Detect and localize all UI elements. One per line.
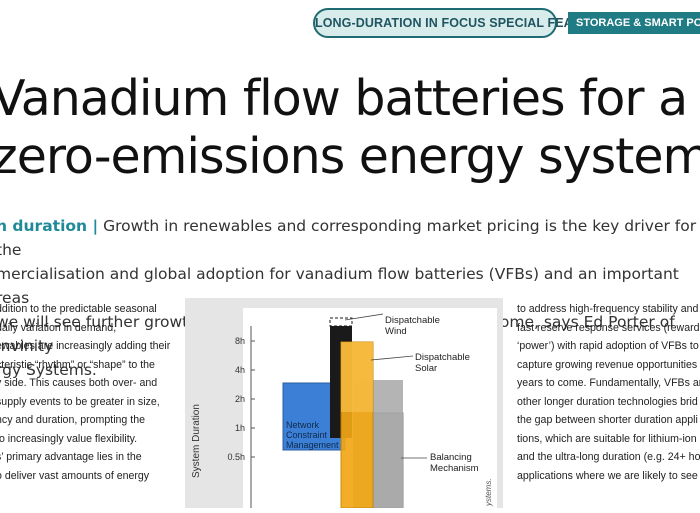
- label-dispatchable-solar-1: Dispatchable: [415, 352, 470, 363]
- body-line: cteristic “rhythm” or “shape” to the: [0, 358, 155, 371]
- category-tag: STORAGE & SMART POWER: [568, 12, 700, 34]
- body-line: to address high-frequency stability and: [517, 303, 699, 315]
- body-line: the gap between shorter duration appli: [517, 414, 698, 426]
- body-line: ‘power’) with rapid adoption of VFBs to: [517, 340, 699, 352]
- standfirst-text-1: Growth in renewables and corresponding m…: [0, 217, 697, 259]
- duration-figure: System Duration 8h 4h 2h 1h 0.5h Dispatc…: [185, 298, 503, 509]
- y-axis-label: System Duration: [191, 404, 202, 478]
- body-line: other longer duration technologies brid: [517, 395, 698, 408]
- body-line: supply events to be greater in size,: [0, 395, 160, 408]
- body-line: y side. This causes both over- and: [0, 377, 158, 389]
- body-line: daily variation in demand,: [0, 321, 117, 334]
- body-line: tions, which are suitable for lithium-io…: [517, 432, 697, 445]
- section-pill: LONG-DURATION IN FOCUS SPECIAL FEATURE: [313, 8, 606, 38]
- body-line: ewables are increasingly adding their: [0, 340, 171, 352]
- body-line: and the ultra-long duration (e.g. 24+ ho: [517, 451, 700, 463]
- label-network-2: Constraint: [286, 430, 328, 440]
- wind-leader-line: [344, 313, 384, 321]
- body-line: fast reserve response services (rewardin: [517, 321, 700, 334]
- standfirst-line-1: n duration | Growth in renewables and co…: [0, 214, 700, 262]
- label-balancing-1: Balancing: [430, 452, 472, 463]
- body-line: s’ primary advantage lies in the: [0, 451, 142, 463]
- standfirst-kicker: n duration |: [0, 217, 99, 235]
- solar-block-highlight: [341, 342, 373, 412]
- body-line: to increasingly value flexibility.: [0, 432, 138, 445]
- label-network-3: Management: [286, 440, 339, 450]
- tick-label: 0.5h: [227, 452, 245, 462]
- body-column-left: ddition to the predictable seasonal dail…: [0, 300, 171, 485]
- label-dispatchable-wind-1: Dispatchable: [385, 315, 440, 326]
- tick-label: 1h: [235, 423, 245, 433]
- figure-source-text: ystems.: [484, 478, 493, 507]
- body-line: applications where we are likely to see: [517, 469, 698, 482]
- wind-top-dashed: [329, 317, 353, 327]
- body-line: o deliver vast amounts of energy: [0, 469, 150, 482]
- headline-line-2: zero-emissions energy system: [0, 128, 700, 185]
- label-balancing-2: Mechanism: [430, 463, 479, 474]
- standfirst-line-4: rgy Systems.: [0, 361, 97, 379]
- tick-label: 8h: [235, 336, 245, 346]
- body-line: ncy and duration, prompting the: [0, 414, 145, 426]
- standfirst-line-2: mercialisation and global adoption for v…: [0, 265, 679, 307]
- body-line: capture growing revenue opportunities: [517, 358, 698, 371]
- article-headline: Vanadium flow batteries for a zero-emiss…: [0, 70, 700, 186]
- body-line: ddition to the predictable seasonal: [0, 303, 157, 315]
- tick-label: 4h: [235, 365, 245, 375]
- duration-diagram: System Duration 8h 4h 2h 1h 0.5h Dispatc…: [185, 298, 503, 509]
- body-line: years to come. Fundamentally, VFBs and: [517, 377, 700, 389]
- label-network-1: Network: [286, 420, 320, 430]
- body-column-right: to address high-frequency stability and …: [517, 300, 700, 485]
- solar-leader-line: [370, 355, 414, 361]
- tick-label: 2h: [235, 394, 245, 404]
- headline-line-1: Vanadium flow batteries for a: [0, 70, 688, 127]
- label-dispatchable-solar-2: Solar: [415, 363, 437, 374]
- label-dispatchable-wind-2: Wind: [385, 326, 407, 337]
